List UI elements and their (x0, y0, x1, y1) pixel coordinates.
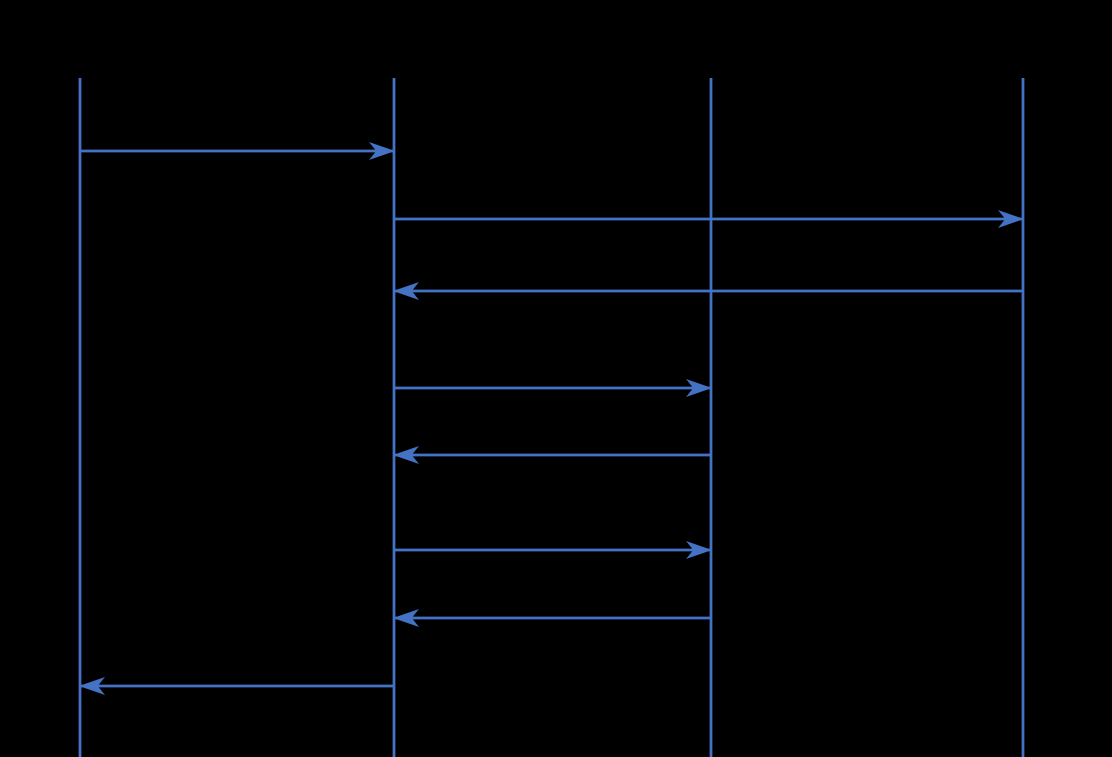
diagram-canvas (78, 78, 1025, 757)
sequence-diagram (78, 78, 1025, 757)
